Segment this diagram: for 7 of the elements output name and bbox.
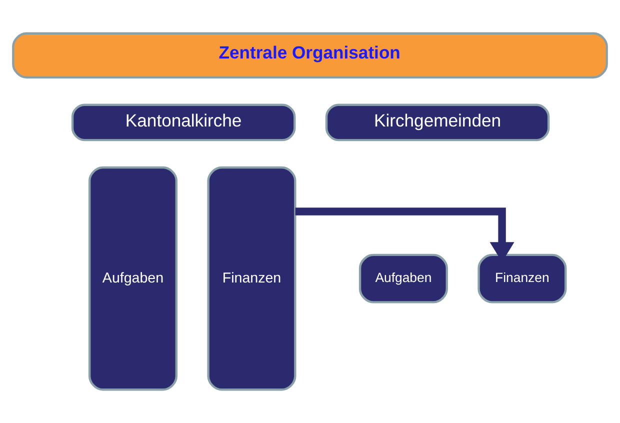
node-box: Kantonalkirche xyxy=(71,104,296,142)
node-box: Zentrale Organisation xyxy=(12,32,608,78)
node-box: Finanzen xyxy=(207,166,296,391)
node-box: Finanzen xyxy=(478,254,567,304)
node-box: Kirchgemeinden xyxy=(325,104,550,142)
node-box: Aufgaben xyxy=(88,166,178,391)
node-box: Aufgaben xyxy=(358,254,448,304)
